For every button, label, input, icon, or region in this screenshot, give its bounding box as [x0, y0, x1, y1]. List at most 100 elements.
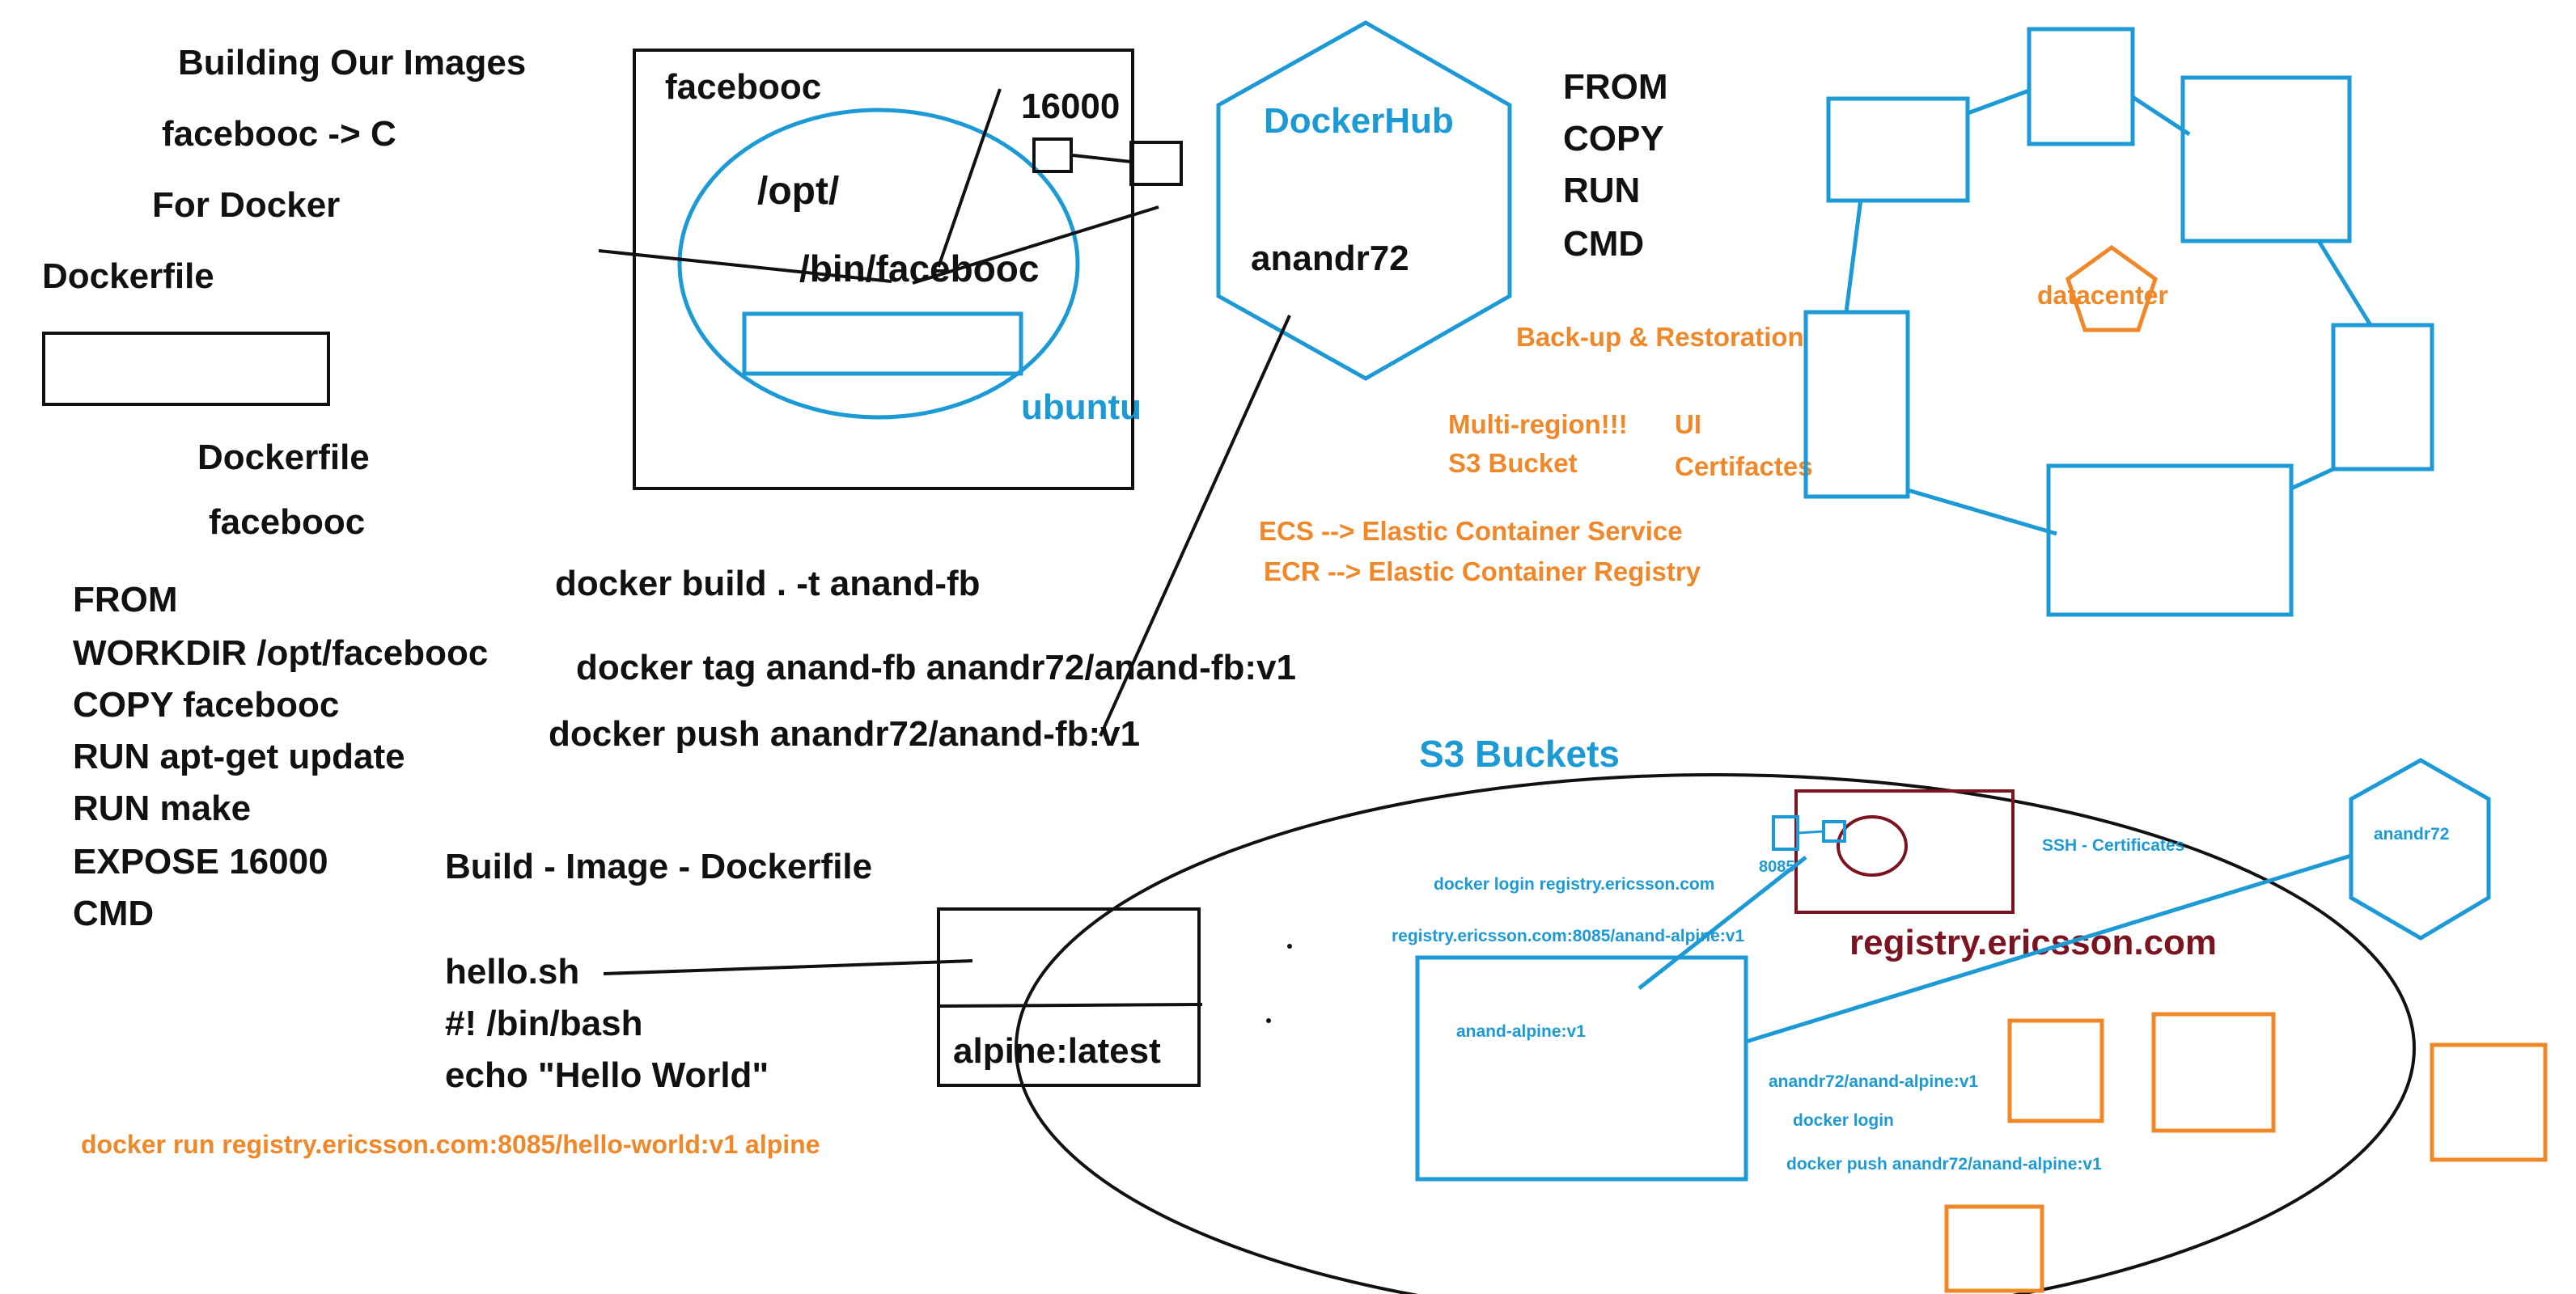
s3-bucket-note: S3 Bucket [1448, 448, 1578, 478]
local-image-box [1415, 955, 1748, 1182]
datacenter-node [2046, 463, 2294, 617]
registry-port-label: 8085 [1759, 858, 1795, 876]
ubuntu-label: ubuntu [1021, 387, 1142, 427]
docker-run-command: docker run registry.ericsson.com:8085/he… [81, 1130, 820, 1159]
ring-link [1907, 488, 2057, 536]
facebooc-c-note: facebooc -> C [162, 114, 396, 154]
build-flow-label: Build - Image - Dockerfile [445, 847, 872, 886]
ubuntu-ellipse [677, 108, 1080, 420]
ssh-certificates-label: SSH - Certificates [2042, 836, 2184, 855]
backup-note: Back-up & Restoration [1516, 322, 1804, 352]
registry-circle [1837, 815, 1908, 877]
datacenter-node [2331, 323, 2434, 472]
datacenter-pentagon [2065, 244, 2158, 332]
cloud-notes: Back-up & Restoration Multi-region!!! S3… [1259, 322, 1813, 586]
push-arrow-line [1099, 315, 1291, 737]
ring-link [2290, 467, 2335, 491]
datacenter-node [1803, 310, 1910, 499]
stray-dot [1266, 1018, 1271, 1023]
hub-push-line [1745, 853, 2352, 1044]
building-images-heading: Building Our Images [178, 43, 526, 82]
datacenter-node [2027, 27, 2135, 146]
port-pointer-line [937, 88, 1002, 268]
port-box-outer [1129, 141, 1183, 186]
script-shebang: #! /bin/bash [445, 1004, 642, 1043]
registry-image-path: registry.ericsson.com:8085/anand-alpine:… [1392, 927, 1744, 945]
instruction-item: FROM [1563, 67, 1668, 107]
script-echo: echo "Hello World" [445, 1055, 769, 1095]
docker-login-label: docker login [1793, 1111, 1894, 1130]
ecr-note: ECR --> Elastic Container Registry [1264, 556, 1701, 586]
alpine-image-box [937, 907, 1201, 1087]
for-docker-note: For Docker [152, 185, 340, 225]
dockerfile-box [42, 332, 330, 406]
push-hub-cmd: docker push anandr72/anand-alpine:v1 [1786, 1155, 2102, 1173]
anandr72-hexagon [2349, 758, 2491, 941]
anandr72-hex-label: anandr72 [2374, 825, 2449, 844]
instruction-item: COPY [1563, 119, 1664, 159]
datacenter-node [2180, 75, 2352, 243]
ecs-note: ECS --> Elastic Container Service [1259, 516, 1683, 546]
dockerfile-line: RUN make [73, 789, 251, 828]
dockerfile-label: Dockerfile [42, 256, 214, 296]
docker-commands: docker build . -t anand-fb docker tag an… [549, 564, 1296, 754]
s3-title: S3 Buckets [1419, 733, 1620, 775]
registry-notes: docker login registry.ericsson.com regis… [1392, 875, 2102, 1173]
alpine-label: alpine:latest [953, 1031, 1161, 1071]
certificates-note: Certifactes [1675, 451, 1813, 481]
push-command: docker push anandr72/anand-fb:v1 [549, 714, 1140, 754]
registry-host-label: registry.ericsson.com [1849, 923, 2217, 962]
ring-link [1967, 88, 2030, 116]
registry-node: 8085 registry.ericsson.com SSH - Certifi… [1759, 789, 2217, 962]
bucket-square [2430, 1042, 2548, 1162]
container-diagram: facebooc 16000 /opt/ /bin/facebooc ubunt… [598, 49, 1183, 490]
hello-pointer-line [603, 959, 973, 975]
port-box-inner [1032, 137, 1073, 173]
registry-box [1794, 789, 2015, 914]
bucket-square [2151, 1012, 2276, 1133]
datacenter-node [1826, 96, 1970, 203]
dockerfile-line: CMD [73, 894, 154, 933]
hub-image-label: anandr72/anand-alpine:v1 [1769, 1072, 1978, 1091]
instruction-item: CMD [1563, 224, 1644, 264]
container-label: facebooc [665, 67, 821, 107]
dockerfile-contents: FROM WORKDIR /opt/facebooc COPY facebooc… [73, 580, 488, 933]
build-command: docker build . -t anand-fb [555, 564, 981, 603]
dockerfile-line: COPY facebooc [73, 685, 339, 725]
registry-push-line [1638, 856, 1807, 990]
port-mapping-line [1072, 154, 1132, 163]
dockerfile-label-2: Dockerfile [197, 438, 370, 477]
ring-link [2131, 95, 2191, 137]
dockerfile-line: EXPOSE 16000 [73, 842, 328, 882]
dockerhub-node: DockerHub anandr72 [1216, 20, 1512, 381]
alpine-layer-divider [938, 1003, 1203, 1008]
dockerhub-title: DockerHub [1264, 101, 1454, 141]
port-label: 16000 [1021, 87, 1120, 126]
datacenter-ring [1803, 27, 2434, 617]
bucket-square [2007, 1018, 2104, 1123]
client-port-box [1772, 815, 1799, 851]
orange-buckets [1944, 1012, 2548, 1293]
bin-pointer-line-2 [912, 205, 1159, 285]
container-box [633, 49, 1134, 490]
bin-pointer-line [598, 249, 892, 283]
stray-dot [1287, 944, 1292, 949]
facebooc-label: facebooc [209, 502, 365, 542]
opt-path: /opt/ [757, 170, 839, 213]
bucket-square [1944, 1204, 2044, 1293]
login-registry-cmd: docker login registry.ericsson.com [1434, 875, 1714, 894]
ui-note: UI [1675, 409, 1701, 439]
tag-command: docker tag anand-fb anandr72/anand-fb:v1 [576, 648, 1296, 687]
hello-script: hello.sh #! /bin/bash echo "Hello World" [445, 952, 769, 1095]
script-filename: hello.sh [445, 952, 579, 992]
dockerfile-line: RUN apt-get update [73, 737, 405, 776]
ring-link [2316, 239, 2373, 327]
instruction-list: FROM COPY RUN CMD [1563, 67, 1668, 264]
multi-region-note: Multi-region!!! [1448, 409, 1628, 439]
dockerfile-line: FROM [73, 580, 178, 620]
dockerhub-user: anandr72 [1251, 239, 1409, 278]
s3-ellipse [1015, 773, 2416, 1294]
instruction-item: RUN [1563, 171, 1640, 210]
left-notes: Building Our Images facebooc -> C For Do… [42, 43, 526, 542]
